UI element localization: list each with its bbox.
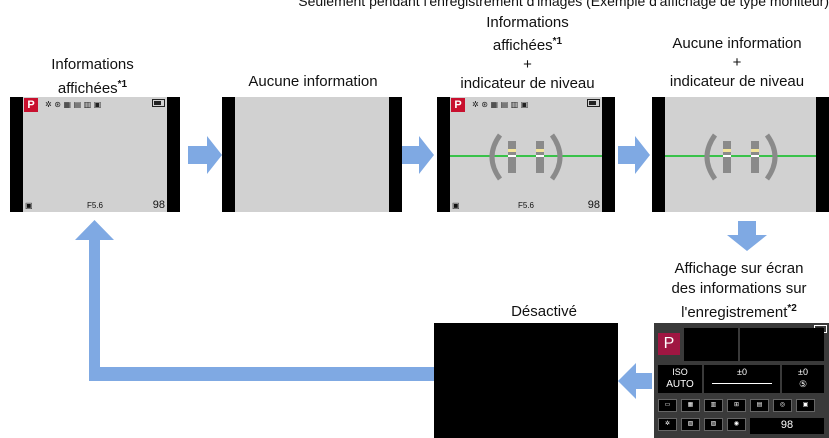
rec-icon-8: ✲ — [658, 418, 677, 431]
aperture-cell — [740, 328, 824, 361]
rec-icon-9: ▧ — [681, 418, 700, 431]
label-screen-6: Désactivé — [511, 303, 577, 320]
arrow-left — [618, 363, 652, 399]
iso-label: ISO — [672, 367, 688, 377]
flash-icon: ⑤ — [798, 379, 808, 389]
shots-cell — [750, 418, 824, 434]
rec-icon-1: ▭ — [658, 399, 677, 412]
label-s3-line2: affichées — [492, 37, 553, 54]
metering-icon-3: ▣ — [452, 201, 460, 210]
label-s1-line1: Informations — [51, 56, 134, 73]
label-screen-1: Informations affichées*1 — [10, 55, 175, 99]
label-s5-line2: des informations sur — [671, 280, 807, 297]
level-line — [450, 155, 602, 157]
flash-comp-cell — [782, 365, 824, 393]
iso-value: AUTO — [666, 379, 694, 390]
rec-icon-6: ◎ — [773, 399, 792, 412]
aperture-value: F5.6 — [86, 201, 103, 210]
screen-info-level: P ✲ ⊛ ▦ ▤ ▥ ▣ ▣ F5.6 98 — [437, 97, 615, 212]
label-s5-line1: Affichage sur écran — [674, 260, 804, 277]
label-s5-line3: l'enregistrement — [681, 304, 788, 321]
label-screen-4: Aucune information + indicateur de nivea… — [645, 34, 829, 91]
rec-shots: 98 — [780, 419, 794, 431]
screen-info-displayed: P ✲ ⊛ ▦ ▤ ▥ ▣ ▣ F5.6 98 — [10, 97, 180, 212]
screen-no-info — [222, 97, 402, 212]
label-s3-line1: Informations — [486, 14, 569, 31]
shots-remaining-3: 98 — [587, 199, 600, 211]
arrow-right-1 — [188, 136, 222, 174]
arrow-return-path — [89, 238, 434, 381]
label-s3-plus: + — [523, 56, 532, 73]
metering-icon: ▣ — [25, 201, 33, 210]
label-s4-line2: indicateur de niveau — [669, 73, 805, 90]
rec-icon-2: ▦ — [681, 399, 700, 412]
arrow-down — [727, 221, 767, 251]
flash-comp-value: ±0 — [798, 367, 808, 377]
label-screen-3: Informations affichées*1 + indicateur de… — [420, 13, 635, 93]
label-s1-line2: affichées — [57, 80, 118, 97]
header-text: Seulement pendant l'enregistrement d'ima… — [298, 0, 829, 9]
level-line-4 — [665, 155, 816, 157]
rec-icon-7: ▣ — [796, 399, 815, 412]
rec-icon-5: ▤ — [750, 399, 769, 412]
battery-icon-3 — [587, 99, 600, 107]
arrow-up-head — [75, 220, 114, 240]
level-gauge-4 — [704, 133, 778, 181]
label-s3-line3: indicateur de niveau — [460, 75, 595, 92]
rec-icon-10: ▨ — [704, 418, 723, 431]
label-s4-plus: + — [732, 54, 742, 71]
note-2: *2 — [787, 303, 797, 314]
top-icons: ✲ ⊛ ▦ ▤ ▥ ▣ — [45, 100, 102, 109]
label-s4-line1: Aucune information — [672, 35, 802, 52]
aperture-value-3: F5.6 — [517, 201, 534, 210]
screen-off — [434, 323, 618, 438]
level-gauge — [489, 133, 563, 181]
mode-badge-3: P — [451, 98, 465, 112]
rec-icon-4: ⊞ — [727, 399, 746, 412]
note-1b: *1 — [552, 36, 563, 47]
mode-badge: P — [24, 98, 38, 112]
exposure-value: ±0 — [737, 367, 747, 377]
arrow-right-3 — [618, 136, 650, 174]
top-icons-3: ✲ ⊛ ▦ ▤ ▥ ▣ — [472, 100, 529, 109]
shots-remaining: 98 — [152, 199, 165, 211]
rec-icon-11: ◉ — [727, 418, 746, 431]
screen-level-only — [652, 97, 829, 212]
label-screen-5: Affichage sur écran des informations sur… — [649, 259, 829, 323]
shutter-cell — [684, 328, 738, 361]
screen-recording-info: P ISO AUTO ±0 ±0 ⑤ ▭ ▦ ▥ ⊞ ▤ ◎ ▣ ✲ ▧ ▨ ◉… — [654, 323, 829, 438]
mode-badge-5: P — [658, 333, 680, 355]
rec-icon-3: ▥ — [704, 399, 723, 412]
exposure-scale — [712, 383, 772, 384]
battery-icon — [152, 99, 165, 107]
exposure-cell — [704, 365, 780, 393]
label-screen-2: Aucune information — [248, 73, 378, 90]
iso-cell — [658, 365, 702, 393]
note-1: *1 — [117, 79, 128, 90]
arrow-right-2 — [402, 136, 434, 174]
